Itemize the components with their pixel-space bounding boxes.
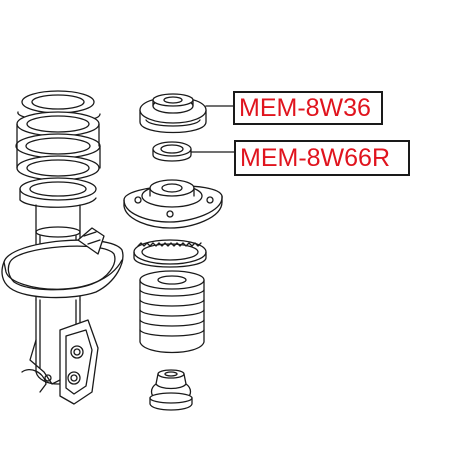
part-label-2: MEM-8W66R <box>234 140 410 176</box>
part-label-1: MEM-8W36 <box>233 91 383 125</box>
bump-stop <box>149 369 193 411</box>
mount-plate <box>123 179 223 229</box>
strut-assembly <box>1 90 124 405</box>
knuckle-bracket <box>21 319 99 405</box>
dust-boot <box>139 270 205 354</box>
strut-top-mount <box>139 93 207 134</box>
strut-bearing <box>152 141 192 162</box>
spring-isolator <box>133 239 207 268</box>
coil-spring <box>15 90 101 208</box>
spring-seat <box>1 227 124 299</box>
